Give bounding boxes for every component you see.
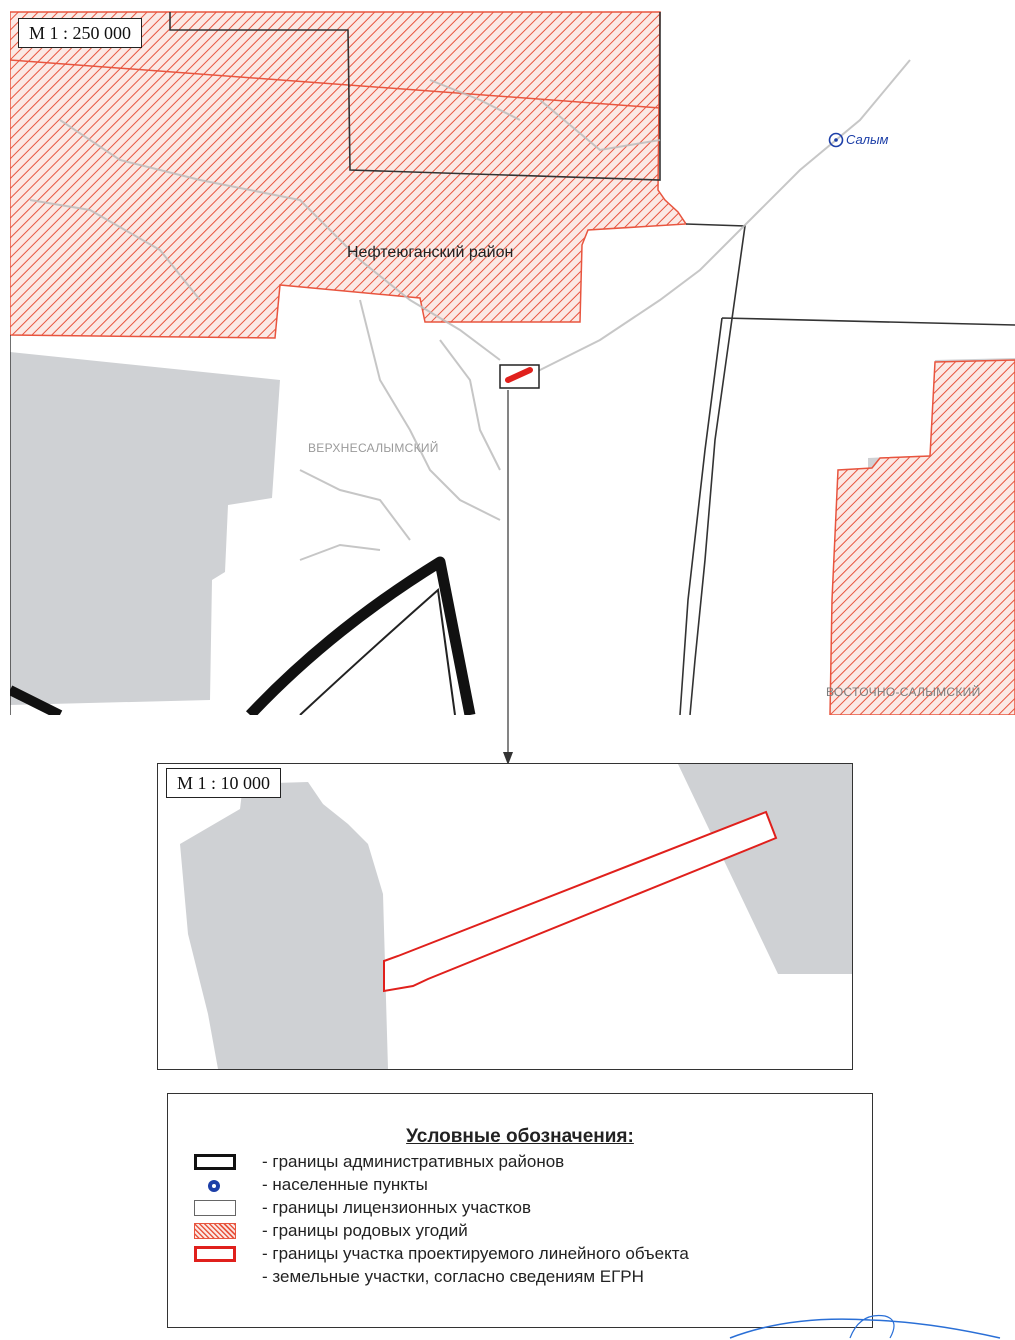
district-label: Нефтеюганский район (347, 244, 514, 261)
legend-label: - границы административных районов (262, 1152, 565, 1171)
legend: Условные обозначения: - границы админист… (167, 1093, 873, 1328)
ancestral-lands-symbol-icon (194, 1223, 236, 1239)
admin-boundary-line (245, 556, 476, 715)
legend-label: - границы родовых угодий (262, 1221, 468, 1240)
land-plot-west (10, 352, 280, 705)
project-area-outline (383, 810, 778, 993)
license-area-label-2: ВОСТОЧНО-САЛЫМСКИЙ (826, 685, 981, 699)
legend-item: - границы участка проектируемого линейно… (194, 1244, 854, 1266)
connector-arrow (503, 390, 513, 765)
legend-label: - границы лицензионных участков (262, 1198, 532, 1217)
license-area-label-1: ВЕРХНЕСАЛЫМСКИЙ (308, 441, 439, 455)
settlement-label: Салым (846, 132, 889, 147)
legend-item: - земельные участки, согласно сведениям … (194, 1267, 854, 1289)
detail-map-canvas (180, 764, 852, 1069)
overview-map-canvas (10, 11, 1015, 715)
project-area-symbol-icon (194, 1246, 236, 1262)
land-plots-symbol-icon (194, 1270, 234, 1284)
license-boundary-central (685, 223, 746, 715)
legend-title: Условные обозначения: (406, 1126, 634, 1147)
legend-item: - границы административных районов (194, 1152, 854, 1174)
legend-label: - земельные участки, согласно сведениям … (262, 1267, 644, 1286)
legend-label: - населенные пункты (262, 1175, 428, 1194)
detail-land-plot-east (678, 764, 852, 974)
legend-item: - границы лицензионных участков (194, 1198, 854, 1220)
license-boundary-east (679, 317, 1015, 715)
overview-map: М 1 : 250 000 Нефтеюганский район Салым … (10, 11, 1015, 715)
detail-scale-label: М 1 : 10 000 (166, 768, 282, 798)
ancestral-lands-north (10, 11, 688, 339)
settlement-symbol-icon (194, 1178, 234, 1192)
admin-boundary-symbol-icon (194, 1154, 236, 1170)
overview-scale-label: М 1 : 250 000 (18, 18, 143, 48)
settlement-salym-icon (828, 132, 844, 148)
detail-map: М 1 : 10 000 (157, 763, 853, 1070)
legend-item: - населенные пункты (194, 1175, 854, 1197)
legend-label: - границы участка проектируемого линейно… (262, 1244, 689, 1263)
ancestral-lands-east (829, 359, 1015, 715)
signature-scribble (729, 1314, 1001, 1339)
legend-item: - границы родовых угодий (194, 1221, 854, 1243)
detail-land-plot-west (180, 782, 388, 1069)
license-boundary-north (169, 12, 661, 181)
license-boundary-symbol-icon (194, 1200, 236, 1216)
